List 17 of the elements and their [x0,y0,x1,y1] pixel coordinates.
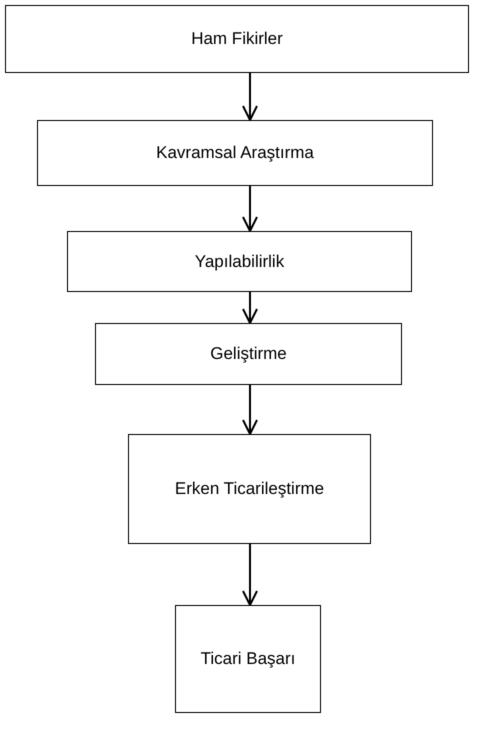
process-box [5,5,469,73]
process-box [128,434,371,544]
arrow [242,73,258,121]
box-label: Erken Ticarileştirme [174,478,324,500]
box-label: Ham Fikirler [191,28,283,50]
box-label: Yapılabilirlik [194,250,284,273]
arrow [242,186,258,232]
box-label: Ticari Başarı [200,648,296,670]
arrow [242,292,258,324]
process-box [37,120,433,186]
box-label: Geliştirme [210,343,287,366]
process-box [67,231,412,292]
box-label: Kavramsal Araştırma [156,142,314,164]
process-box [175,605,321,713]
arrow [242,385,258,435]
arrow [242,544,258,606]
process-box [95,323,402,385]
